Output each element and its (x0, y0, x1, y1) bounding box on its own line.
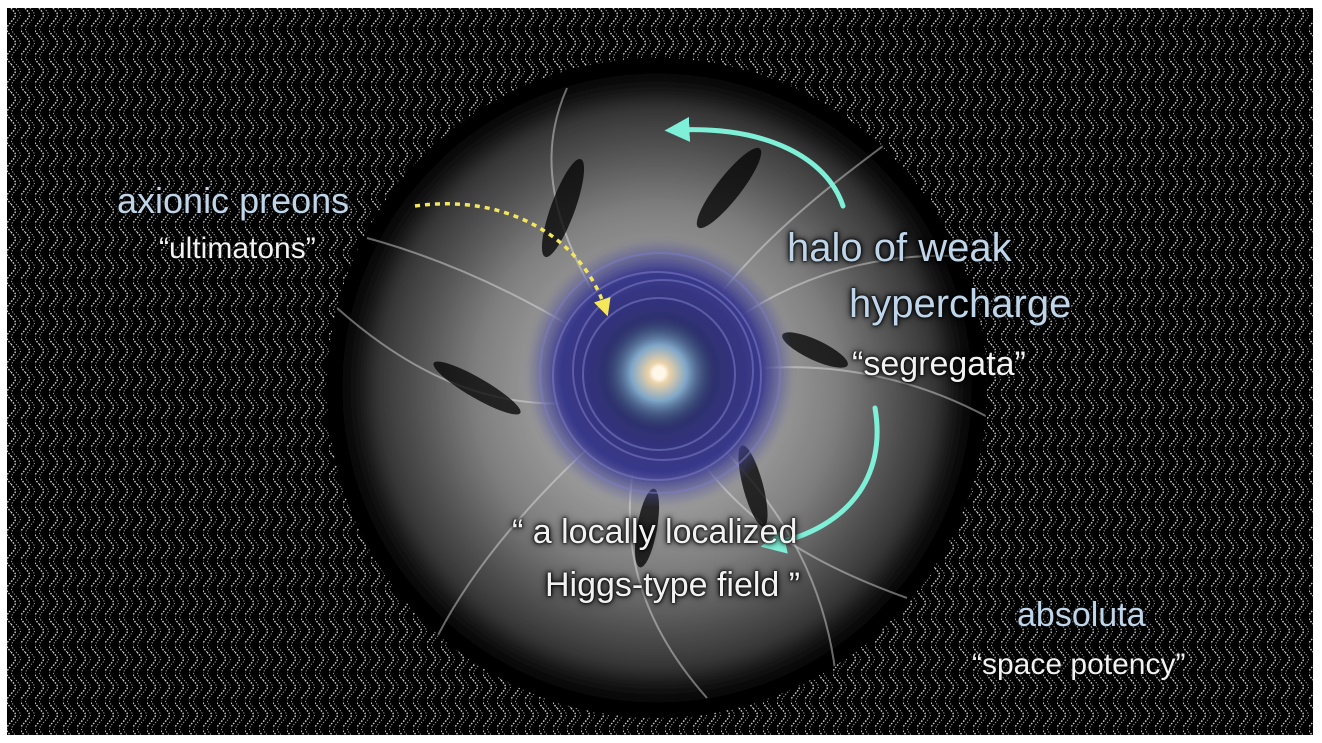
space-potency-label: “space potency” (972, 648, 1186, 681)
ultimatons-label: “ultimatons” (159, 232, 316, 265)
segregata-label: “segregata” (852, 345, 1026, 383)
halo-arrow-bottom (760, 405, 880, 554)
preons-arrow (414, 202, 611, 317)
higgs-label-line2: Higgs-type field ” (545, 566, 801, 604)
halo-label-line2: hypercharge (849, 282, 1072, 326)
diagram-canvas: axionic preons “ultimatons” halo of weak… (7, 8, 1313, 735)
absoluta-label: absoluta (1017, 596, 1146, 634)
axionic-preons-label: axionic preons (117, 180, 350, 221)
diagram-graphics (7, 8, 1313, 735)
higgs-label-line1: “ a locally localized (512, 513, 798, 551)
halo-arrow-top (664, 116, 846, 209)
halo-label-line1: halo of weak (787, 226, 1012, 270)
halo-dark-streaks (433, 147, 848, 568)
higgs-field-vortex (525, 238, 795, 508)
